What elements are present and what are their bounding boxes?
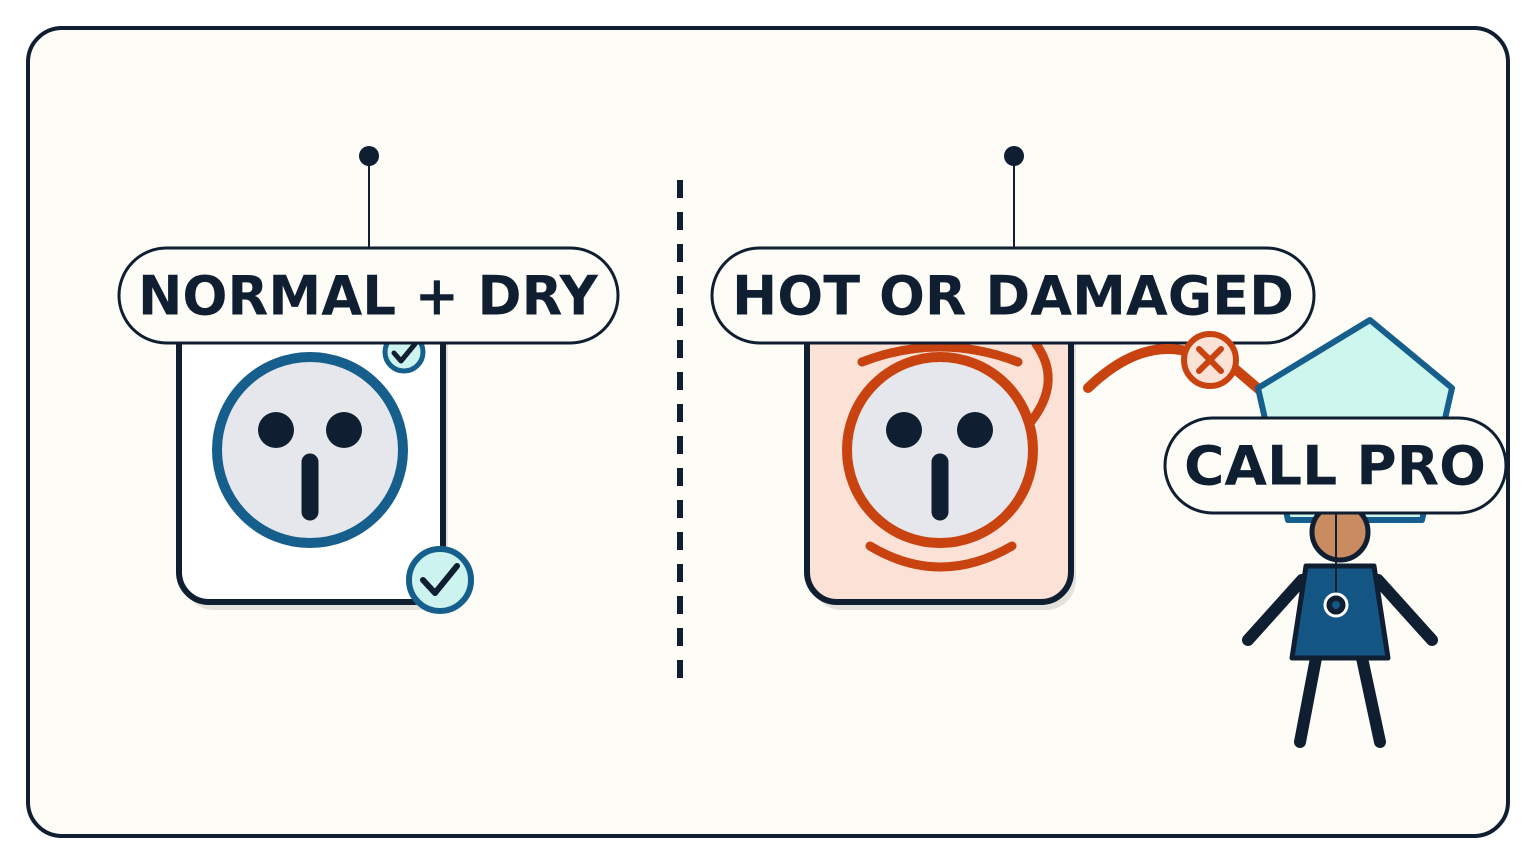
normal-dry-label: NORMAL + DRY — [117, 246, 620, 345]
call-pro-label-text: CALL PRO — [1184, 435, 1486, 498]
x-circle-icon — [1181, 331, 1239, 389]
safe-outlet-panel: NORMAL + DRY — [117, 146, 620, 614]
left-leader-dot — [359, 146, 379, 166]
outlet-icon — [212, 352, 408, 548]
middle-leader-dot — [1004, 146, 1024, 166]
hot-outlet-panel: HOT OR DAMAGED — [710, 146, 1316, 610]
hot-damaged-label-text: HOT OR DAMAGED — [732, 265, 1294, 328]
check-circle-icon — [406, 546, 474, 614]
frame — [26, 26, 1510, 838]
hot-damaged-label: HOT OR DAMAGED — [710, 246, 1316, 345]
electrician-icon: CALL PRO — [1163, 317, 1508, 748]
normal-dry-label-text: NORMAL + DRY — [138, 265, 599, 328]
damaged-outlet-icon — [842, 352, 1038, 548]
call-pro-label: CALL PRO — [1163, 416, 1508, 515]
